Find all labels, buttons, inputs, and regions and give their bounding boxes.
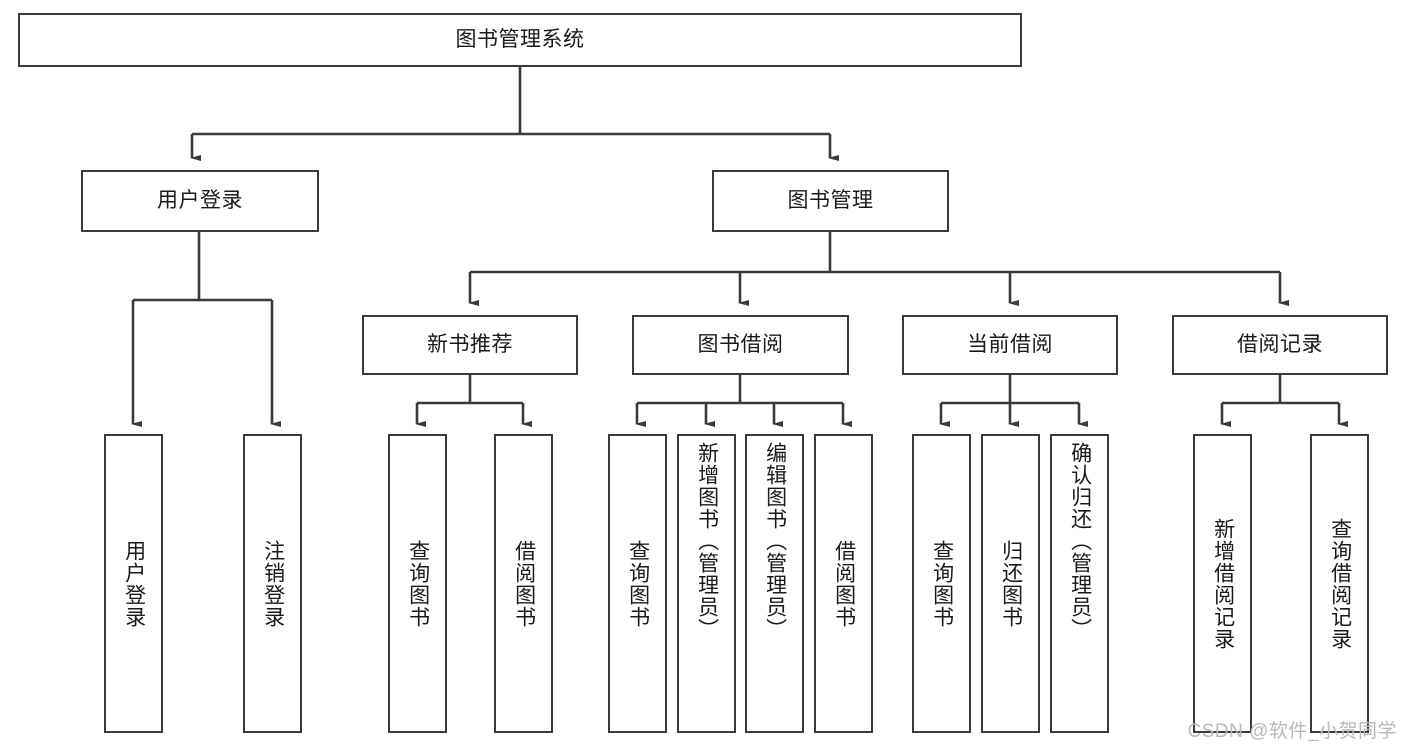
node-leaf-query-book-3-label: 查询图书: [930, 539, 954, 628]
node-leaf-user-logout[interactable]: 注销登录: [243, 434, 302, 733]
node-leaf-user-logout-label: 注销登录: [261, 539, 285, 628]
csdn-watermark: CSDN @软件_小贺同学: [1187, 721, 1397, 742]
node-leaf-borrow-book-1[interactable]: 借阅图书: [494, 434, 553, 733]
node-borrow-record[interactable]: 借阅记录: [1172, 315, 1388, 375]
node-book-borrow-label: 图书借阅: [697, 332, 784, 356]
node-leaf-query-book-2-label: 查询图书: [626, 539, 650, 628]
node-leaf-query-record[interactable]: 查询借阅记录: [1310, 434, 1369, 733]
node-leaf-return-book[interactable]: 归还图书: [981, 434, 1040, 733]
node-new-book-rec-label: 新书推荐: [427, 332, 513, 356]
node-leaf-add-book-label: 新增图书（管理员）: [695, 442, 719, 640]
node-user-login[interactable]: 用户登录: [81, 170, 319, 232]
node-leaf-query-record-label: 查询借阅记录: [1328, 517, 1352, 650]
node-borrow-record-label: 借阅记录: [1237, 332, 1323, 356]
node-book-borrow[interactable]: 图书借阅: [632, 315, 849, 375]
node-root[interactable]: 图书管理系统: [18, 13, 1022, 67]
node-leaf-query-book-2[interactable]: 查询图书: [608, 434, 667, 733]
node-leaf-borrow-book-2-label: 借阅图书: [832, 539, 856, 628]
node-current-borrow-label: 当前借阅: [967, 332, 1053, 356]
node-leaf-borrow-book-1-label: 借阅图书: [512, 539, 536, 628]
node-book-manage[interactable]: 图书管理: [712, 170, 949, 232]
node-leaf-user-login-label: 用户登录: [122, 539, 146, 628]
node-leaf-user-login[interactable]: 用户登录: [104, 434, 163, 733]
node-leaf-confirm-return-label: 确认归还（管理员）: [1068, 442, 1092, 640]
node-leaf-confirm-return[interactable]: 确认归还（管理员）: [1050, 434, 1109, 733]
node-user-login-label: 用户登录: [157, 188, 243, 212]
node-leaf-return-book-label: 归还图书: [999, 539, 1023, 628]
node-leaf-query-book-1-label: 查询图书: [406, 539, 430, 628]
node-current-borrow[interactable]: 当前借阅: [902, 315, 1118, 375]
node-root-label: 图书管理系统: [455, 27, 585, 51]
node-leaf-add-record[interactable]: 新增借阅记录: [1193, 434, 1252, 733]
node-leaf-add-book[interactable]: 新增图书（管理员）: [677, 434, 736, 733]
node-new-book-rec[interactable]: 新书推荐: [362, 315, 578, 375]
node-leaf-query-book-1[interactable]: 查询图书: [388, 434, 447, 733]
node-book-manage-label: 图书管理: [787, 188, 874, 212]
node-leaf-borrow-book-2[interactable]: 借阅图书: [814, 434, 873, 733]
node-leaf-add-record-label: 新增借阅记录: [1211, 517, 1235, 650]
node-leaf-edit-book-label: 编辑图书（管理员）: [763, 442, 787, 640]
node-leaf-query-book-3[interactable]: 查询图书: [912, 434, 971, 733]
node-leaf-edit-book[interactable]: 编辑图书（管理员）: [745, 434, 804, 733]
